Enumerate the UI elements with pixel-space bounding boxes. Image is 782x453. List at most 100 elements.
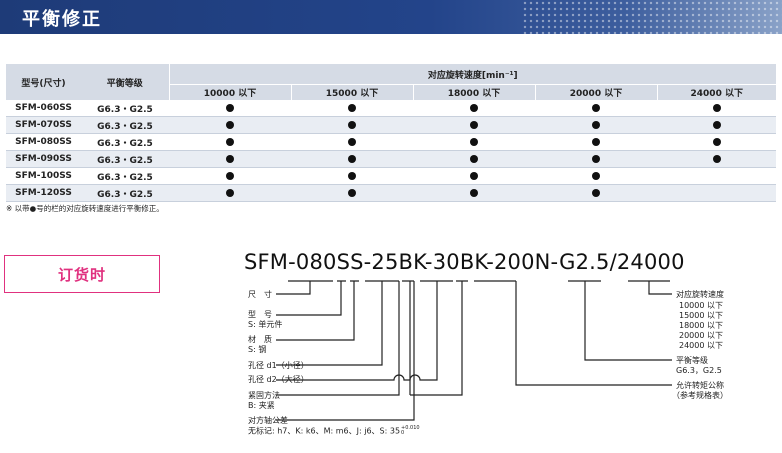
speed-cell <box>291 100 413 117</box>
label-grade-title: 平衡等级 <box>676 356 708 365</box>
label-speed-15000: 15000 以下 <box>679 311 723 320</box>
label-tolerance: 对方轴公差 <box>248 416 288 425</box>
speed-cell <box>413 184 535 202</box>
label-speed-10000: 10000 以下 <box>679 301 723 310</box>
table-note: ※ 以带●号的栏的对应旋转速度进行平衡修正。 <box>6 204 164 213</box>
available-mark <box>592 120 600 129</box>
row-grade: G6.3・G2.5 <box>81 184 169 202</box>
available-mark <box>470 120 478 129</box>
speed-cell <box>169 133 291 151</box>
label-speed-20000: 20000 以下 <box>679 331 723 340</box>
speed-cell <box>535 100 657 117</box>
speed-cell <box>657 133 776 151</box>
label-material-detail: S: 钢 <box>248 345 267 354</box>
speed-cell <box>291 116 413 134</box>
available-mark <box>226 154 234 163</box>
col-header-speed: 对应旋转速度[min⁻¹] <box>168 64 776 85</box>
available-mark <box>348 188 356 197</box>
tolerance-lower: 0 <box>401 430 405 436</box>
available-mark <box>712 137 721 146</box>
speed-cell <box>535 116 657 134</box>
col-header-model: 型号(尺寸) <box>6 64 81 100</box>
section-banner: 平衡修正 <box>0 0 782 34</box>
row-grade: G6.3・G2.5 <box>81 116 169 134</box>
available-mark <box>712 120 721 129</box>
row-grade: G6.3・G2.5 <box>81 100 169 117</box>
speed-header-24000: 24000 以下 <box>656 84 776 100</box>
label-model-type-detail: S: 单元件 <box>248 320 283 329</box>
available-mark <box>592 103 600 112</box>
row-model: SFM-080SS <box>6 133 81 151</box>
speed-cell <box>413 116 535 134</box>
label-material: 材 质 <box>248 335 272 344</box>
speed-cell <box>535 167 657 185</box>
available-mark <box>226 120 234 129</box>
available-mark <box>348 103 356 112</box>
tolerance-upper: +0.010 <box>401 425 420 431</box>
label-size: 尺 寸 <box>248 290 272 299</box>
speed-cell <box>657 100 776 117</box>
speed-cell <box>291 133 413 151</box>
speed-header-20000: 20000 以下 <box>534 84 657 100</box>
label-bore-d1: 孔径 d1（小径） <box>248 361 309 370</box>
label-grade-values: G6.3，G2.5 <box>676 366 722 375</box>
label-bore-d2: 孔径 d2（大径） <box>248 375 309 384</box>
label-speed-24000: 24000 以下 <box>679 341 723 350</box>
available-mark <box>592 171 600 180</box>
label-speed-18000: 18000 以下 <box>679 321 723 330</box>
row-model: SFM-070SS <box>6 116 81 134</box>
available-mark <box>592 137 600 146</box>
speed-cell <box>413 150 535 168</box>
available-mark <box>226 103 234 112</box>
speed-cell <box>535 150 657 168</box>
available-mark <box>592 188 600 197</box>
speed-header-15000: 15000 以下 <box>290 84 413 100</box>
speed-cell <box>169 167 291 185</box>
available-mark <box>226 171 234 180</box>
speed-cell <box>657 116 776 134</box>
available-mark <box>348 137 356 146</box>
available-mark <box>712 103 721 112</box>
speed-cell <box>657 184 776 202</box>
speed-cell <box>657 167 776 185</box>
available-mark <box>470 154 478 163</box>
label-clamp: 紧固方法 <box>248 391 280 400</box>
speed-cell <box>535 133 657 151</box>
available-mark <box>348 171 356 180</box>
speed-cell <box>169 100 291 117</box>
row-model: SFM-120SS <box>6 184 81 202</box>
balance-table: 型号(尺寸) 平衡等级 对应旋转速度[min⁻¹] 10000 以下 15000… <box>6 64 776 202</box>
banner-pattern <box>522 0 782 34</box>
available-mark <box>470 171 478 180</box>
speed-cell <box>169 116 291 134</box>
available-mark <box>712 154 721 163</box>
model-code: SFM-080SS-25BK-30BK-200N-G2.5/24000 <box>244 250 685 274</box>
speed-cell <box>413 133 535 151</box>
speed-cell <box>169 150 291 168</box>
row-grade: G6.3・G2.5 <box>81 133 169 151</box>
available-mark <box>592 154 600 163</box>
label-clamp-detail: B: 夹紧 <box>248 401 275 410</box>
label-torque-title: 允许转矩公称 <box>676 381 724 390</box>
section-title: 平衡修正 <box>22 9 102 30</box>
label-speed-title: 对应旋转速度 <box>676 290 724 299</box>
available-mark <box>470 103 478 112</box>
row-model: SFM-100SS <box>6 167 81 185</box>
row-grade: G6.3・G2.5 <box>81 150 169 168</box>
available-mark <box>348 120 356 129</box>
speed-header-18000: 18000 以下 <box>412 84 535 100</box>
row-model: SFM-060SS <box>6 100 81 117</box>
row-model: SFM-090SS <box>6 150 81 168</box>
available-mark <box>470 137 478 146</box>
label-torque-detail: （参考规格表） <box>672 391 728 400</box>
speed-cell <box>535 184 657 202</box>
speed-cell <box>413 167 535 185</box>
